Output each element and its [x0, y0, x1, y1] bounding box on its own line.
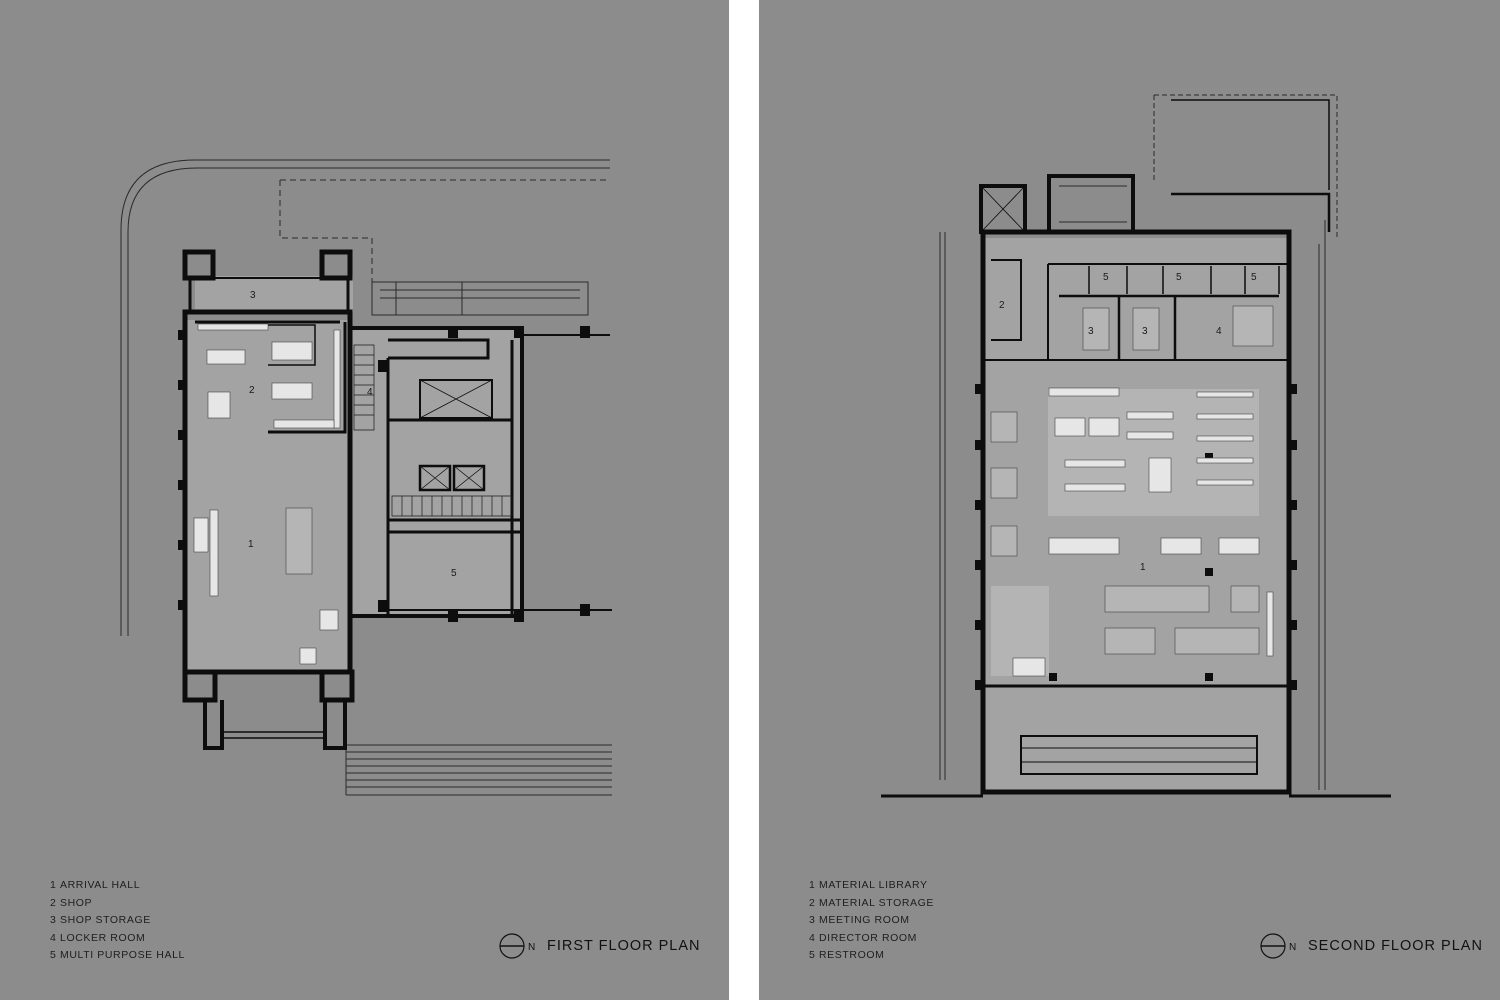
north-arrow-icon: N: [1260, 933, 1296, 959]
room-tag: 1: [248, 539, 254, 550]
room-tag: 2: [999, 300, 1005, 311]
north-label: N: [528, 942, 535, 953]
room-tag: 5: [451, 568, 457, 579]
room-tag: 3: [1142, 326, 1148, 337]
plan-title: FIRST FLOOR PLAN: [547, 938, 701, 954]
room-tag: 5: [1176, 272, 1182, 283]
second-floor-title-block: N SECOND FLOOR PLAN: [1258, 933, 1483, 959]
columns: [975, 384, 1297, 690]
room-tag: 4: [367, 387, 373, 398]
north-arrow-icon: N: [499, 933, 535, 959]
stairs: [353, 344, 513, 517]
furniture: [990, 305, 1274, 677]
room-tag: 2: [249, 385, 255, 396]
first-floor-plan-drawing: 1 2 3 4 5: [120, 159, 612, 796]
room-tag: 1: [1140, 562, 1146, 573]
room-tag: 3: [1088, 326, 1094, 337]
plan-title: SECOND FLOOR PLAN: [1308, 938, 1483, 954]
room-tag: 3: [250, 290, 256, 301]
columns: [178, 326, 590, 622]
room-tag: 5: [1103, 272, 1109, 283]
room-tags: 1 2 3 4 5: [248, 290, 457, 579]
room-tag: 4: [1216, 326, 1222, 337]
room-tag: 5: [1251, 272, 1257, 283]
room-tags: 1 2 3 3 4 5 5 5: [999, 272, 1257, 573]
site-lines: [939, 94, 1338, 790]
first-floor-title-block: N FIRST FLOOR PLAN: [497, 933, 701, 959]
site-lines: [120, 159, 612, 796]
walls: [881, 99, 1391, 798]
furniture: [193, 323, 341, 665]
floor-areas: [185, 276, 522, 672]
second-floor-plan-drawing: 1 2 3 3 4 5 5 5: [881, 94, 1391, 798]
walls: [182, 249, 612, 750]
north-label: N: [1289, 942, 1296, 953]
